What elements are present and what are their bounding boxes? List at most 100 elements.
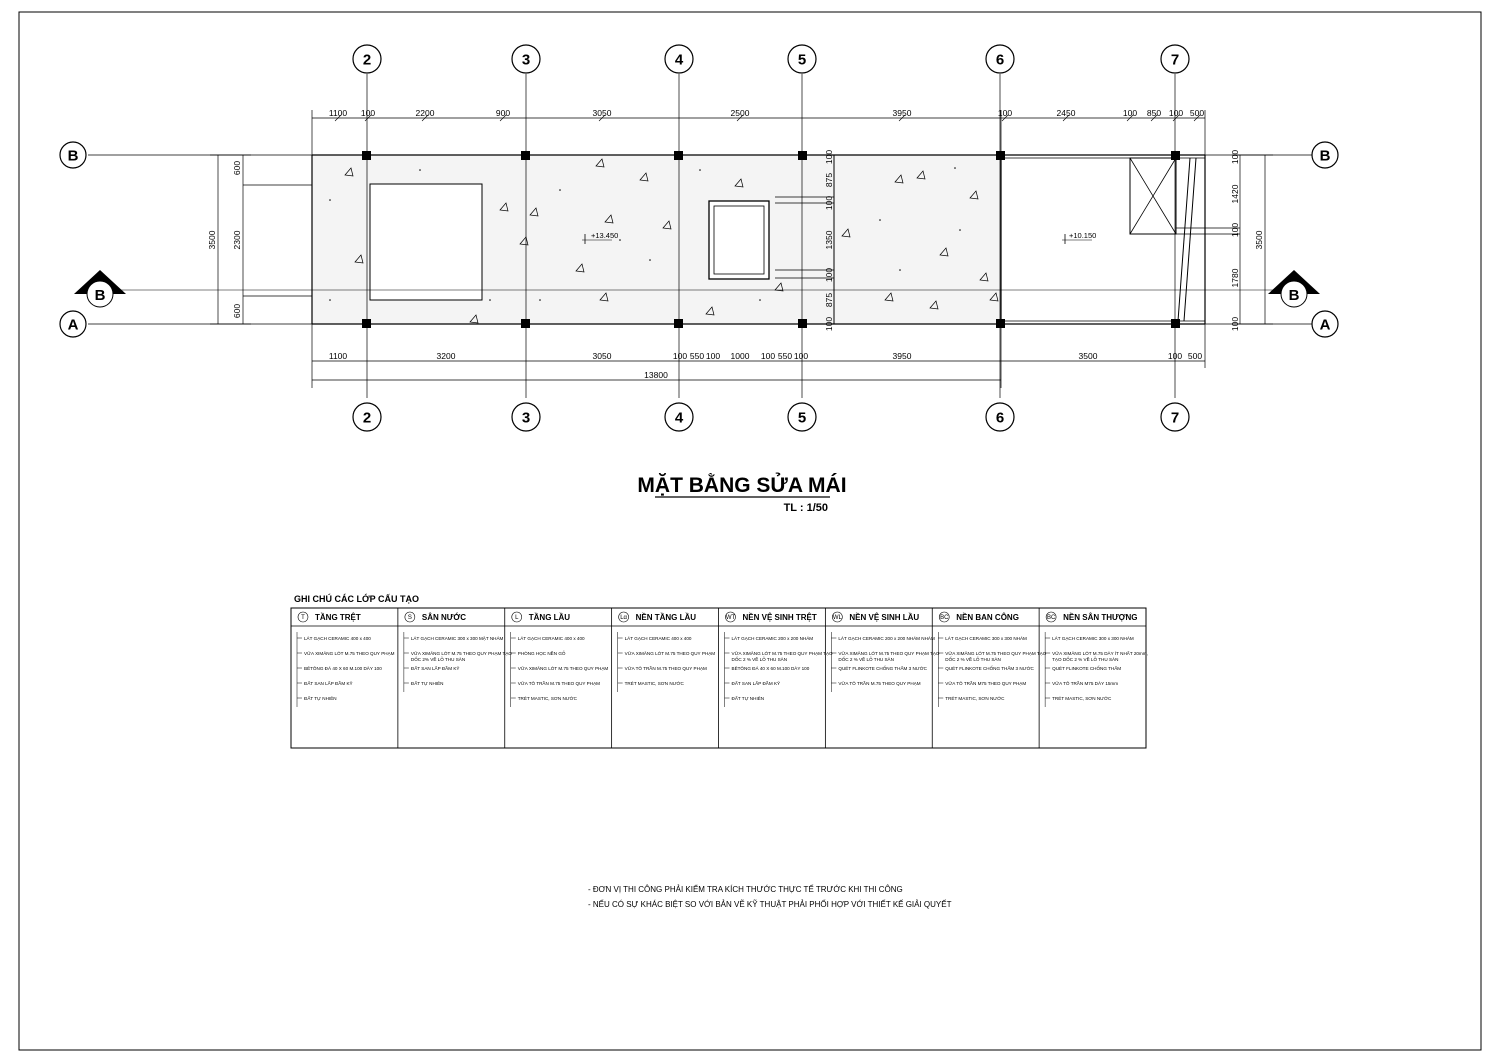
- grid-lines: [88, 74, 1312, 398]
- row-bubble: [59, 310, 87, 338]
- legend-item: TRÉT MASTIC, SƠN NƯỚC: [945, 695, 1005, 701]
- dim-bottom: 100: [706, 351, 720, 361]
- column: [1171, 319, 1180, 328]
- dim-mid: 100: [824, 150, 834, 164]
- drawing-title: MẶT BẰNG SỬA MÁI: [637, 473, 846, 497]
- dim-top: 1100: [329, 108, 348, 118]
- section-marker-left: B: [74, 270, 126, 308]
- roof-plan: [243, 151, 1240, 328]
- roof-opening-1: [369, 183, 483, 301]
- grid-label: 7: [1171, 410, 1179, 427]
- grid-label: 5: [798, 410, 806, 427]
- grid-bubble: [787, 44, 817, 74]
- dim-top: 3950: [893, 108, 912, 118]
- legend-column-title: TẦNG LẦU: [529, 612, 571, 622]
- grid-label: 2: [363, 410, 371, 427]
- stair-void: [1129, 157, 1177, 235]
- grid-bubble: [1160, 402, 1190, 432]
- dim-bottom: 3200: [437, 351, 456, 361]
- column: [362, 319, 371, 328]
- svg-text:B: B: [95, 287, 106, 304]
- legend-tag-circle: [404, 611, 416, 623]
- grid-bubble: [1160, 44, 1190, 74]
- legend-item: TRÉT MASTIC, SƠN NƯỚC: [1052, 695, 1112, 701]
- dim-top: 3050: [593, 108, 612, 118]
- dim-mid: 100: [824, 317, 834, 331]
- legend-item: ĐẤT SAN LẤP ĐẦM KỸ: [304, 680, 353, 686]
- grid-label: 6: [996, 410, 1004, 427]
- dim-left-outer: 3500: [207, 230, 217, 249]
- dim-left-inner: 600: [232, 304, 242, 318]
- legend-item: ĐẤT SAN LẤP ĐẦM KỸ: [411, 665, 460, 671]
- grid-label: 2: [363, 52, 371, 69]
- row-label: B: [68, 148, 79, 165]
- column: [674, 319, 683, 328]
- note-2: - NẾU CÓ SỰ KHÁC BIỆT SO VỚI BẢN VẼ KỸ T…: [588, 899, 952, 909]
- legend-item: VỮA TÔ TRẦN M75 THEO QUY PHẠM: [945, 680, 1026, 686]
- dim-right-outer: 3500: [1254, 230, 1264, 249]
- dim-bottom: 100: [673, 351, 687, 361]
- legend-column-title: TẦNG TRỆT: [315, 612, 361, 622]
- legend-item: LÁT GẠCH CERAMIC 200 x 200 NHÁM NHÁM: [838, 635, 935, 641]
- legend-tag-circle: [1045, 611, 1057, 623]
- dim-top: 100: [1169, 108, 1183, 118]
- roof-opening-2-inner: [713, 205, 765, 275]
- concrete-slab-right: [834, 155, 1001, 324]
- dim-bottom: 100: [794, 351, 808, 361]
- legend-item: ĐẤT SAN LẤP ĐẦM KỸ: [732, 680, 781, 686]
- concrete-hatch: [344, 158, 999, 324]
- dim-mid: 875: [824, 173, 834, 187]
- legend-item: LÁT GẠCH CERAMIC 400 x 400: [625, 635, 692, 641]
- dim-left-inner: 600: [232, 161, 242, 175]
- legend-item: LÁT GẠCH CERAMIC 300 x 300 NHÁM: [945, 635, 1027, 641]
- level-mark-left: +13.450: [582, 231, 618, 244]
- dim-top: 2500: [731, 108, 750, 118]
- dim-right-inner: 100: [1230, 317, 1240, 331]
- legend-heading: GHI CHÚ CÁC LỚP CẤU TẠO: [294, 593, 419, 604]
- grid-label: 4: [675, 410, 684, 427]
- sheet-border: [18, 11, 1482, 1051]
- legend-tag: WL: [833, 615, 843, 621]
- dim-bottom: 500: [1188, 351, 1202, 361]
- column: [521, 151, 530, 160]
- legend-item: VỮA XIMĂNG LÓT M.75 THEO QUY PHẠM: [518, 665, 609, 671]
- legend-item: QUÉT FLINKOTE CHỐNG THẤM 3 NƯỚC: [838, 665, 927, 671]
- legend-item: BÊTÔNG ĐÁ 40 X 60 M.100 DÀY 100: [732, 664, 810, 671]
- dim-top: 850: [1147, 108, 1161, 118]
- note-1: - ĐƠN VỊ THI CÔNG PHẢI KIỂM TRA KÍCH THƯ…: [588, 884, 903, 894]
- grid-bubble: [787, 402, 817, 432]
- legend-item: LÁT GẠCH CERAMIC 200 x 200 NHÁM: [732, 635, 814, 641]
- grid-label: 7: [1171, 52, 1179, 69]
- grid-bubble: [352, 44, 382, 74]
- dimension-lines: [210, 110, 1273, 388]
- legend-column-title: NỀN VỆ SINH TRỆT: [743, 612, 817, 622]
- row-label: B: [1320, 148, 1331, 165]
- grid-bubble: [511, 44, 541, 74]
- legend-item: LÁT GẠCH CERAMIC 300 x 300 MẶT NHÁM: [411, 635, 504, 641]
- column: [996, 319, 1005, 328]
- row-bubble: [1311, 141, 1339, 169]
- legend-tag-circle: [725, 611, 736, 623]
- dim-bottom: 550: [690, 351, 704, 361]
- grid-label: 4: [675, 52, 684, 69]
- legend-tag: Lα: [620, 615, 627, 621]
- legend-column-title: NỀN TẦNG LẦU: [636, 612, 697, 622]
- grid-bubble: [664, 44, 694, 74]
- legend-tag-circle: [297, 611, 309, 623]
- dim-total: 13800: [644, 370, 668, 380]
- dim-top: 900: [496, 108, 510, 118]
- row-bubble: [1311, 310, 1339, 338]
- column: [362, 151, 371, 160]
- dim-top: 2450: [1057, 108, 1076, 118]
- legend-item: LÁT GẠCH CERAMIC 300 x 300 NHÁM: [1052, 635, 1134, 641]
- column: [674, 151, 683, 160]
- legend-tag-circle: [618, 611, 629, 623]
- column: [798, 151, 807, 160]
- dim-right-inner: 1420: [1230, 184, 1240, 203]
- columns: [362, 151, 1180, 328]
- dim-bottom: 1000: [731, 351, 750, 361]
- legend-tag: WT: [726, 615, 736, 621]
- dim-top: 100: [361, 108, 375, 118]
- legend-item: VỮA TÔ TRẦN M.75 THEO QUY PHẠM: [518, 680, 600, 686]
